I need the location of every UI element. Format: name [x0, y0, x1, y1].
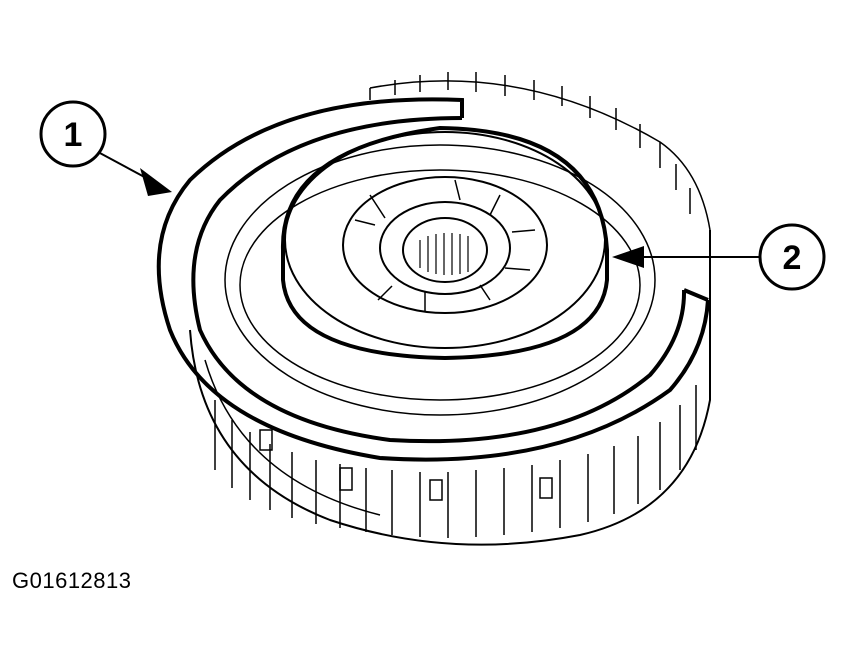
callout-2-arrowhead [612, 246, 644, 268]
hub-splines [419, 233, 469, 275]
callout-1-arrowhead [140, 168, 172, 196]
snap-ring [156, 97, 710, 462]
clutch-piston [280, 125, 609, 361]
figure-id: G01612813 [12, 568, 132, 593]
pressure-plate [224, 144, 656, 416]
callout-1-leader [97, 151, 151, 181]
clutch-drum [189, 72, 711, 546]
callout-1-number: 1 [64, 116, 83, 154]
callout-1: 1 [39, 100, 172, 196]
callout-2-number: 2 [783, 239, 802, 277]
center-hub [342, 176, 548, 314]
callout-1-circle [39, 100, 107, 168]
drum-splines [214, 72, 711, 538]
callout-2: 2 [612, 223, 826, 291]
